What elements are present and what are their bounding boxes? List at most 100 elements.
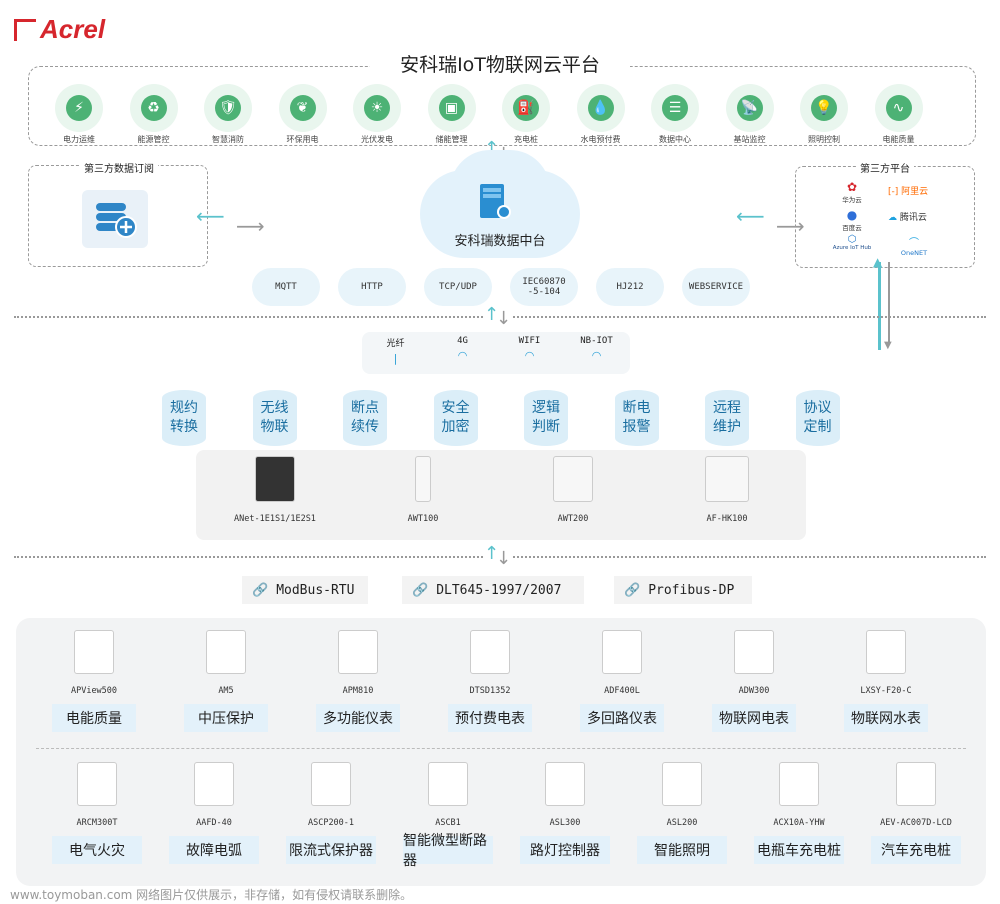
logo-mark-icon xyxy=(14,18,36,41)
device-model: ASCB1 xyxy=(435,818,461,828)
platform-module-label: 环保用电 xyxy=(286,135,319,144)
wave-icon-glyph: ∿ xyxy=(885,95,912,121)
gateway-image xyxy=(705,456,749,502)
network-label: 光纤 xyxy=(386,339,405,349)
field-device: APView500 电能质量 xyxy=(52,624,136,732)
platform-module-label: 能源管控 xyxy=(137,135,170,144)
platform-module-label: 充电桩 xyxy=(514,135,538,144)
third-platform-title: 第三方平台 xyxy=(856,160,914,175)
gateway-image xyxy=(553,456,593,502)
gateway-device: ANet-1E1S1/1E2S1 xyxy=(220,456,330,524)
device-model: AEV-AC007D-LCD xyxy=(880,818,952,828)
fiber-icon: | xyxy=(393,352,398,365)
platform-module-label: 智慧消防 xyxy=(212,135,244,144)
device-image xyxy=(470,630,510,674)
device-model: ACX10A-YHW xyxy=(773,818,825,828)
device-image xyxy=(428,762,468,806)
platform-module[interactable]: 💡照明控制 xyxy=(789,84,859,145)
device-model: LXSY-F20-C xyxy=(860,686,912,696)
network-type: 光纤 | xyxy=(368,336,424,372)
leaf-icon: ❦ xyxy=(278,84,327,132)
water-icon: 💧 xyxy=(576,84,625,132)
logo-text: Acrel xyxy=(40,14,106,44)
data-center-label: 安科瑞数据中台 xyxy=(454,234,546,249)
protocol-cloud: TCP/UDP xyxy=(424,268,492,306)
left-arrow-icon: ⟵ xyxy=(196,204,225,228)
field-device: AM5 中压保护 xyxy=(184,624,268,732)
platform-module-label: 光伏发电 xyxy=(361,135,393,144)
platform-module[interactable]: ♻ 能源管控 xyxy=(119,84,189,145)
leaf-icon-glyph: ❦ xyxy=(289,95,316,121)
bulb-icon-glyph: 💡 xyxy=(811,95,837,121)
network-type: 4G◠ xyxy=(435,336,491,372)
down-arrow-icon: ↓ xyxy=(496,548,512,569)
database-icon: ☰ xyxy=(651,84,699,132)
aliyun-logo: [-] 阿里云 xyxy=(888,187,929,197)
network-type: NB-IOT ◠ xyxy=(569,336,625,372)
device-image xyxy=(545,762,585,806)
protocol-cloud: HTTP xyxy=(338,268,406,306)
wifi-icon: ◠ xyxy=(524,349,535,362)
tower-icon: 📡 xyxy=(725,84,774,132)
platform-icons: ⚡ 电力运维 ♻ 能源管控 🛡 智慧消防 ❦ 环保用电 ☀ 光伏发电 ▣储能管理⛽充电桩 💧 水电预付费… xyxy=(44,84,964,144)
platform-module[interactable]: 💧 水电预付费 xyxy=(566,84,636,145)
platform-module[interactable]: ∿ 电能质量 xyxy=(864,84,934,145)
platform-module[interactable]: ⛽充电桩 xyxy=(491,84,561,145)
right-arrow-icon: ⟶ xyxy=(236,214,265,238)
gateway-device: AF-HK100 xyxy=(672,456,782,524)
device-model: APM810 xyxy=(342,686,374,696)
platform-module[interactable]: ☰ 数据中心 xyxy=(640,84,710,145)
platform-module[interactable]: ▣储能管理 xyxy=(417,84,487,145)
device-image xyxy=(734,630,774,674)
field-device: ADW300 物联网电表 xyxy=(712,624,796,732)
dlt645-protocol: 🔗DLT645-1997/2007 xyxy=(402,576,584,604)
device-image xyxy=(602,630,642,674)
platform-module-label: 电力运维 xyxy=(63,135,95,144)
modbus-protocol: 🔗ModBus-RTU xyxy=(242,576,368,604)
device-category: 中压保护 xyxy=(184,704,268,732)
footer-text: www.toymoban.com 网络图片仅供展示，非存储，如有侵权请联系删除。 xyxy=(10,888,413,902)
device-model: ASCP200-1 xyxy=(307,818,355,828)
features-row: 规约 转换无线 物联断点 续传安全 加密逻辑 判断断电 报警远程 维护协议 定制 xyxy=(162,390,852,446)
device-model: ADW300 xyxy=(738,686,770,696)
energy-icon: ♻ xyxy=(129,84,178,132)
device-category: 电能质量 xyxy=(52,704,136,732)
azure-iot-hub-logo: ⬡ Azure IoT Hub xyxy=(832,234,872,251)
profibus-protocol: 🔗Profibus-DP xyxy=(614,576,752,604)
device-category: 汽车充电桩 xyxy=(871,836,961,864)
wifi-icon: ◠ xyxy=(591,349,602,362)
network-label: 4G xyxy=(457,336,468,346)
solar-icon-glyph: ☀ xyxy=(364,95,390,121)
platform-module[interactable]: ☀ 光伏发电 xyxy=(342,84,412,145)
device-image xyxy=(338,630,378,674)
protocol-cloud: HJ212 xyxy=(596,268,664,306)
device-image xyxy=(206,630,246,674)
platform-module[interactable]: ⚡ 电力运维 xyxy=(44,84,114,145)
gateway-label: ANet-1E1S1/1E2S1 xyxy=(234,514,316,524)
database-add-icon xyxy=(82,190,148,248)
storage-icon-glyph: ▣ xyxy=(438,95,465,121)
platform-module[interactable]: 🛡 智慧消防 xyxy=(193,84,263,145)
feature-cylinder: 规约 转换 xyxy=(162,390,206,446)
platform-module[interactable]: 📡基站监控 xyxy=(715,84,785,145)
fire-icon: 🛡 xyxy=(204,84,252,132)
gateway-label: AWT200 xyxy=(557,514,589,524)
device-image xyxy=(311,762,351,806)
platform-module-label: 水电预付费 xyxy=(580,135,621,144)
power-icon: ⚡ xyxy=(55,84,103,132)
right-arrow-icon: ⟶ xyxy=(776,214,805,238)
platform-module[interactable]: ❦ 环保用电 xyxy=(268,84,338,145)
device-category: 多回路仪表 xyxy=(580,704,664,732)
gateway-device: AWT200 xyxy=(518,456,628,524)
device-model: APView500 xyxy=(70,686,118,696)
device-category: 物联网电表 xyxy=(712,704,796,732)
network-label: NB-IOT xyxy=(580,336,613,346)
device-model: AM5 xyxy=(218,686,234,696)
platform-module-label: 电能质量 xyxy=(882,135,915,144)
platform-module-label: 数据中心 xyxy=(659,135,691,144)
gateway-image xyxy=(415,456,431,502)
